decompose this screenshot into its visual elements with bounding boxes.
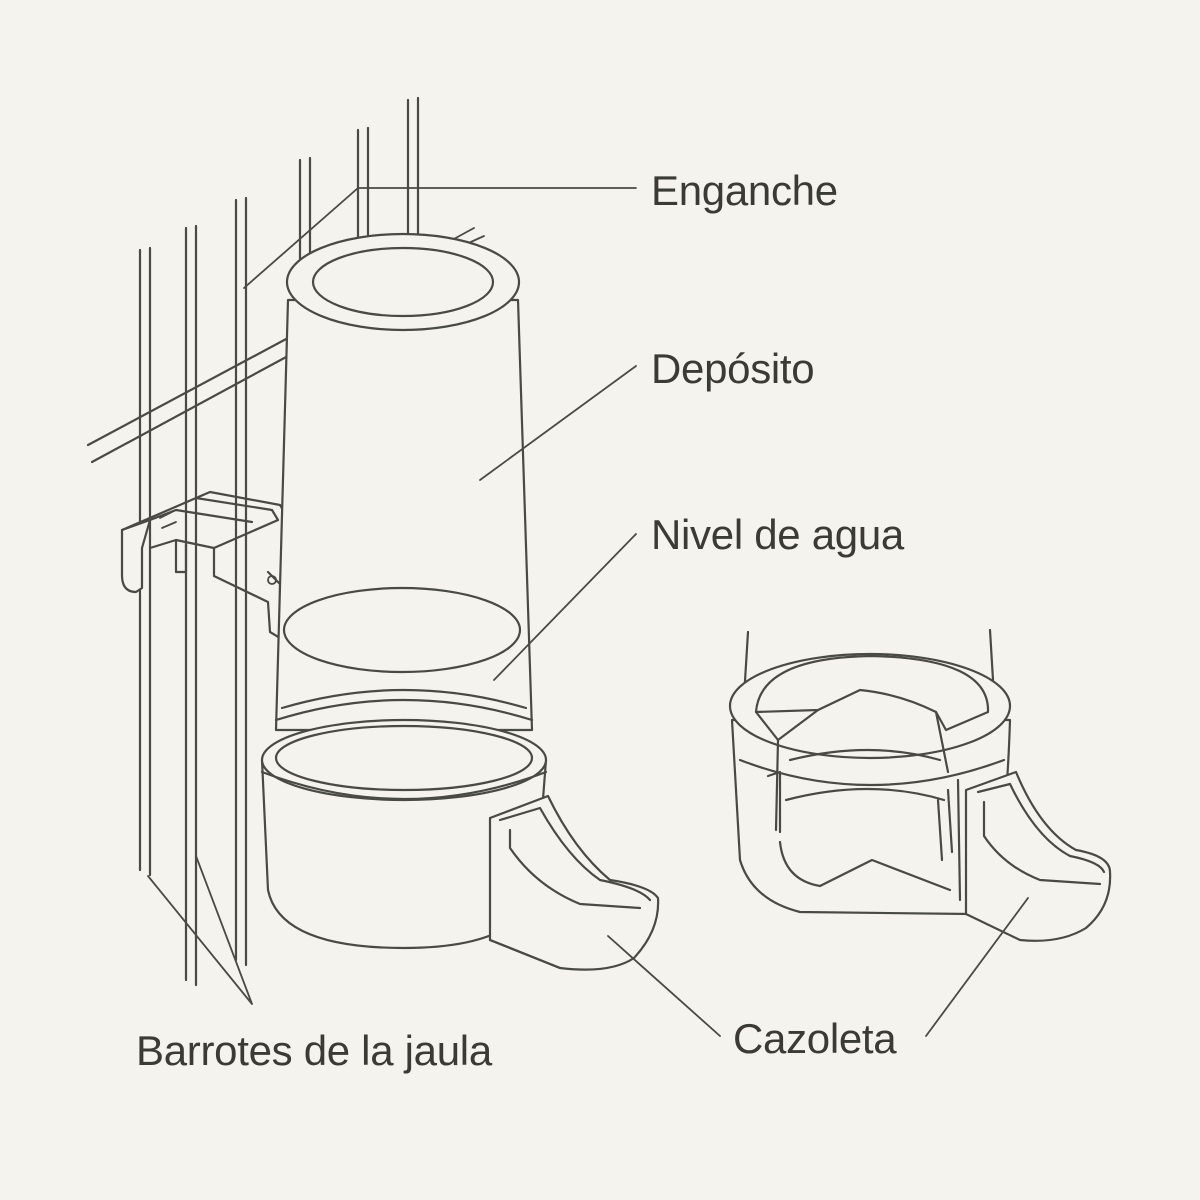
leader-enganche (243, 187, 637, 289)
cutaway-cup (728, 628, 1112, 942)
leader-cazoleta-left (607, 935, 721, 1037)
leader-lines (147, 187, 1029, 1037)
label-nivel-de-agua: Nivel de agua (651, 511, 904, 558)
label-barrotes-de-la-jaula: Barrotes de la jaula (136, 1027, 492, 1074)
leader-deposito (479, 365, 637, 481)
leader-cazoleta-right (925, 897, 1029, 1037)
cage-bars (86, 96, 485, 987)
label-cazoleta: Cazoleta (733, 1015, 897, 1062)
label-enganche: Enganche (651, 167, 838, 214)
leader-barrotes (147, 855, 253, 1005)
hook-bracket (120, 490, 288, 640)
label-deposito: Depósito (651, 345, 815, 392)
main-dispenser (260, 232, 660, 971)
leader-nivel (493, 533, 637, 681)
